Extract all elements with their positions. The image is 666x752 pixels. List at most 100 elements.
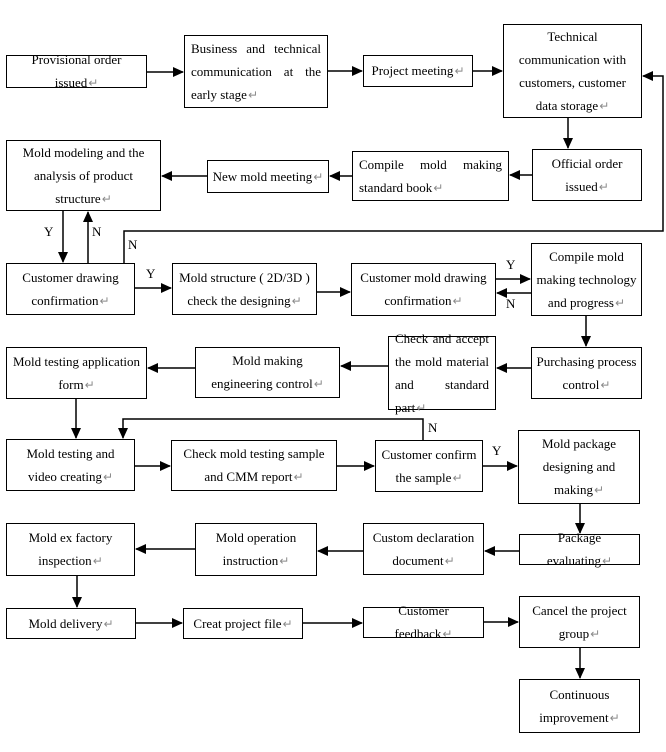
node-label: Compile mold making standard book↵ <box>353 153 508 200</box>
node-label: Custom declaration document↵ <box>364 526 483 573</box>
node-provisional-order-issued: Provisional order issued↵ <box>6 52 147 90</box>
node-label: Creat project file↵ <box>184 612 302 636</box>
node-label: Mold testing application form↵ <box>7 350 146 397</box>
node-label-text: New mold meeting <box>212 168 313 184</box>
return-mark-icon: ↵ <box>103 616 114 631</box>
node-customer-mold-drawing-confirmation: Customer mold drawing confirmation↵ <box>351 263 496 316</box>
node-label: Project meeting↵ <box>364 59 472 83</box>
node-compile-mold-making-technology-progress: Compile mold making technology and progr… <box>531 243 642 316</box>
node-creat-project-file: Creat project file↵ <box>183 608 303 639</box>
node-label-text: Customer feedback <box>394 603 449 641</box>
return-mark-icon: ↵ <box>615 295 626 310</box>
node-customer-feedback: Customer feedback↵ <box>363 603 484 641</box>
node-label-text: Mold delivery <box>28 615 103 631</box>
node-label-text: Mold testing application form <box>12 353 141 392</box>
node-check-accept-mold-material-standard-part: Check and accept the mold material and s… <box>388 331 496 415</box>
return-mark-icon: ↵ <box>101 191 112 206</box>
node-label: Check mold testing sample and CMM report… <box>172 442 336 489</box>
return-mark-icon: ↵ <box>609 710 620 725</box>
return-mark-icon: ↵ <box>599 98 610 113</box>
return-mark-icon: ↵ <box>282 616 293 631</box>
node-project-meeting: Project meeting↵ <box>363 55 473 87</box>
node-continuous-improvement: Continuous improvement↵ <box>519 679 640 733</box>
branch-label-yes-3: Y <box>146 266 156 281</box>
branch-label-yes-4: Y <box>506 257 516 272</box>
node-label-text: Check and accept the mold material and s… <box>395 330 489 415</box>
node-official-order-issued: Official order issued↵ <box>532 149 642 201</box>
return-mark-icon: ↵ <box>600 377 611 392</box>
node-new-mold-meeting: New mold meeting↵ <box>207 160 329 193</box>
node-check-mold-testing-sample-cmm-report: Check mold testing sample and CMM report… <box>171 440 337 491</box>
node-customer-confirm-sample: Customer confirm the sample↵ <box>375 440 483 492</box>
node-label-text: Customer drawing confirmation <box>22 269 119 308</box>
return-mark-icon: ↵ <box>279 554 290 568</box>
node-mold-package-designing-making: Mold package designing and making↵ <box>518 430 640 504</box>
node-label-text: Custom declaration document <box>372 529 475 568</box>
node-label: Official order issued↵ <box>533 152 641 199</box>
node-label: Provisional order issued↵ <box>7 48 146 95</box>
node-label-text: Customer confirm the sample <box>381 446 477 485</box>
node-label-text: Mold testing and video creating <box>26 445 115 484</box>
node-label-text: Business and technical communication at … <box>191 40 321 102</box>
node-mold-ex-factory-inspection: Mold ex factory inspection↵ <box>6 523 135 576</box>
return-mark-icon: ↵ <box>442 627 453 641</box>
node-label-text: Customer mold drawing confirmation <box>360 270 487 308</box>
node-label: Mold structure ( 2D/3D ) check the desig… <box>173 266 316 313</box>
node-label: Customer mold drawing confirmation↵ <box>352 266 495 313</box>
node-label-text: Creat project file <box>193 615 282 631</box>
node-label: Mold package designing and making↵ <box>519 432 639 502</box>
return-mark-icon: ↵ <box>433 180 444 195</box>
node-purchasing-process-control: Purchasing process control↵ <box>531 347 642 399</box>
node-label-text: Cancel the project group <box>532 602 627 641</box>
node-label-text: Mold structure ( 2D/3D ) check the desig… <box>179 269 310 308</box>
return-mark-icon: ↵ <box>84 377 95 392</box>
return-mark-icon: ↵ <box>590 626 601 641</box>
node-label: Customer confirm the sample↵ <box>376 443 482 490</box>
node-label-text: Technical communication with customers, … <box>518 28 627 113</box>
return-mark-icon: ↵ <box>92 554 103 568</box>
node-label-text: Official order issued <box>551 155 623 194</box>
node-custom-declaration-document: Custom declaration document↵ <box>363 523 484 575</box>
node-mold-making-engineering-control: Mold making engineering control↵ <box>195 347 340 398</box>
node-label: Mold modeling and the analysis of produc… <box>7 141 160 211</box>
return-mark-icon: ↵ <box>598 179 609 194</box>
node-label: Purchasing process control↵ <box>532 350 641 397</box>
node-label-text: Project meeting <box>371 63 454 78</box>
branch-label-yes-7: Y <box>492 443 502 458</box>
branch-label-no-1: N <box>92 224 102 239</box>
node-label-text: Package evaluating <box>546 530 602 568</box>
branch-label-no-6: N <box>428 420 438 435</box>
return-mark-icon: ↵ <box>102 469 114 484</box>
node-mold-operation-instruction: Mold operation instruction↵ <box>195 523 317 576</box>
node-label-text: Provisional order issued <box>31 52 122 90</box>
node-mold-modeling-analysis-product-structure: Mold modeling and the analysis of produc… <box>6 140 161 211</box>
branch-label-yes-0: Y <box>44 224 54 239</box>
node-customer-drawing-confirmation: Customer drawing confirmation↵ <box>6 263 135 315</box>
return-mark-icon: ↵ <box>293 470 304 484</box>
return-mark-icon: ↵ <box>313 169 324 184</box>
branch-label-no-2: N <box>128 237 138 252</box>
return-mark-icon: ↵ <box>444 553 455 568</box>
node-mold-testing-video-creating: Mold testing and video creating↵ <box>6 439 135 491</box>
return-mark-icon: ↵ <box>454 64 465 78</box>
node-cancel-project-group: Cancel the project group↵ <box>519 596 640 648</box>
node-label-text: Mold package designing and making <box>541 436 616 497</box>
arrow-customer-confirm-sample-to-mold-testing-video-creating <box>118 418 424 440</box>
node-technical-communication-customers-data-storage: Technical communication with customers, … <box>503 24 642 118</box>
node-business-technical-communication-early-stage: Business and technical communication at … <box>184 35 328 108</box>
return-mark-icon: ↵ <box>291 293 302 308</box>
node-mold-testing-application-form: Mold testing application form↵ <box>6 347 147 399</box>
return-mark-icon: ↵ <box>452 470 463 485</box>
return-mark-icon: ↵ <box>88 76 99 90</box>
node-mold-delivery: Mold delivery↵ <box>6 608 136 639</box>
return-mark-icon: ↵ <box>602 554 613 568</box>
return-mark-icon: ↵ <box>593 483 605 497</box>
return-mark-icon: ↵ <box>99 293 110 308</box>
node-label-text: Mold operation instruction <box>215 530 297 568</box>
node-mold-structure-check-designing: Mold structure ( 2D/3D ) check the desig… <box>172 263 317 315</box>
node-label: Cancel the project group↵ <box>520 599 639 646</box>
node-label: Compile mold making technology and progr… <box>532 245 641 315</box>
node-label: Business and technical communication at … <box>185 37 327 107</box>
node-label-text: Mold making engineering control <box>211 353 313 391</box>
